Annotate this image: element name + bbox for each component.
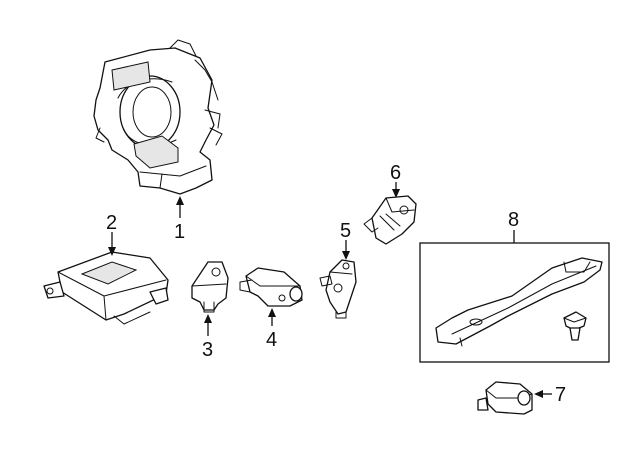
clock-spring-icon[interactable] [93, 39, 223, 195]
leader-5 [342, 240, 350, 260]
leader-6 [392, 182, 400, 198]
leader-1 [176, 196, 184, 218]
callout-4[interactable]: 4 [266, 329, 277, 351]
callout-6[interactable]: 6 [390, 162, 401, 184]
crash-sensor-icon[interactable] [477, 381, 533, 415]
callout-7[interactable]: 7 [555, 384, 566, 406]
leader-7 [534, 390, 552, 398]
screw-icon[interactable] [563, 311, 587, 341]
callout-2[interactable]: 2 [106, 212, 117, 234]
impact-sensor-icon[interactable] [191, 261, 229, 313]
leader-4 [268, 308, 276, 326]
side-impact-sensor-icon[interactable] [239, 267, 303, 307]
callout-3[interactable]: 3 [202, 339, 213, 361]
leader-2 [108, 232, 116, 256]
airbag-control-module-icon[interactable] [43, 251, 169, 325]
callout-5[interactable]: 5 [340, 220, 351, 242]
callout-1[interactable]: 1 [174, 221, 185, 243]
occupant-sensor-icon[interactable] [363, 195, 417, 245]
callout-8[interactable]: 8 [508, 209, 519, 231]
front-impact-sensor-icon[interactable] [319, 259, 357, 319]
sensor-bracket-icon[interactable] [435, 257, 603, 347]
leader-3 [204, 314, 212, 336]
